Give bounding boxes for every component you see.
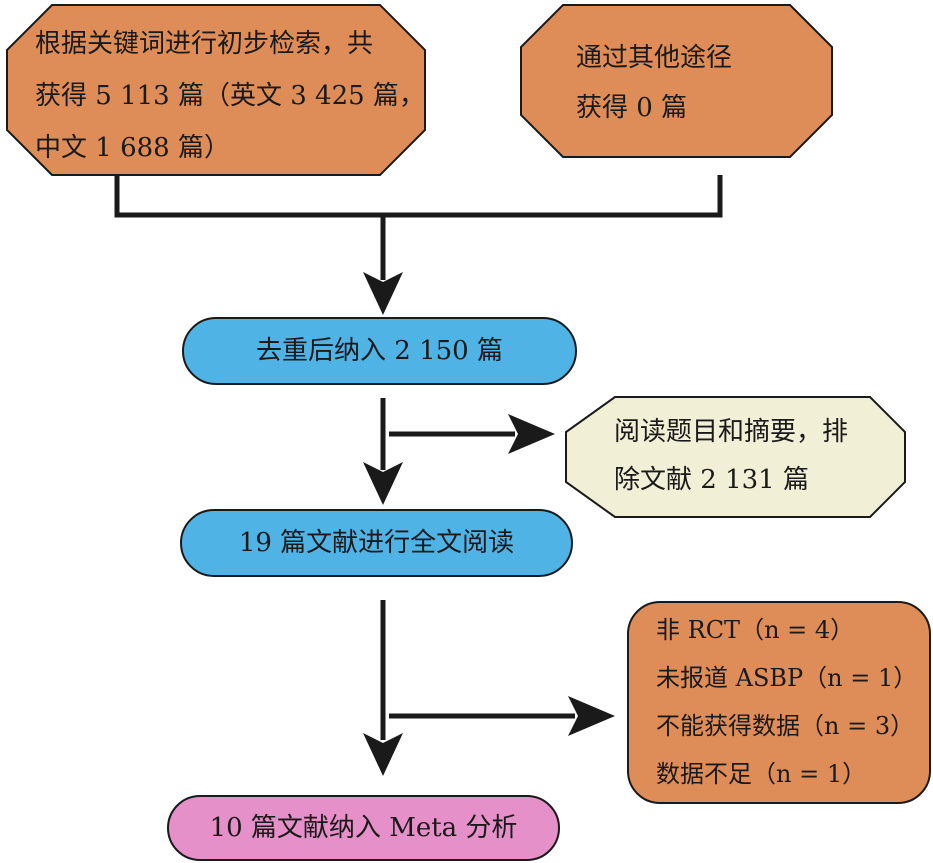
- arrowhead-to-exclude-fulltext: [568, 696, 615, 736]
- search-db-line-1: 根据关键词进行初步检索，共: [35, 29, 374, 59]
- search-db-text: 根据关键词进行初步检索，共 获得 5 113 篇（英文 3 425 篇， 中文 …: [35, 18, 425, 174]
- exclude-fulltext-line-4: 数据不足（n = 1）: [656, 760, 867, 788]
- exclude-abstract-line-1: 阅读题目和摘要，排: [614, 417, 849, 447]
- search-db-line-2: 获得 5 113 篇（英文 3 425 篇，: [35, 81, 425, 111]
- exclude-abstract-text: 阅读题目和摘要，排 除文献 2 131 篇: [614, 408, 848, 504]
- fulltext-label: 19 篇文献进行全文阅读: [238, 528, 515, 558]
- exclude-fulltext-line-3: 不能获得数据（n = 3）: [656, 712, 915, 740]
- included-label: 10 篇文献纳入 Meta 分析: [209, 813, 518, 843]
- arrowhead-to-fulltext: [363, 462, 403, 505]
- search-other-line-2: 获得 0 篇: [576, 93, 688, 123]
- arrowhead-to-exclude-abstract: [508, 414, 555, 454]
- dedup-box: [182, 317, 577, 385]
- dedup-label: 去重后纳入 2 150 篇: [256, 336, 503, 366]
- exclude-fulltext-line-2: 未报道 ASBP（n = 1）: [656, 664, 918, 692]
- dedup-text: 去重后纳入 2 150 篇: [183, 327, 576, 375]
- search-other-text: 通过其他途径 获得 0 篇: [576, 33, 732, 133]
- exclude-fulltext-line-1: 非 RCT（n = 4）: [656, 616, 855, 644]
- merge-connector: [114, 175, 723, 218]
- search-other-line-1: 通过其他途径: [576, 43, 733, 73]
- exclude-abstract-box: [565, 396, 906, 518]
- search-db-line-3: 中文 1 688 篇）: [35, 133, 230, 163]
- search-other-box: [520, 4, 833, 158]
- arrowhead-to-dedup: [363, 272, 403, 315]
- search-db-box: [6, 4, 426, 176]
- arrowhead-to-included: [363, 733, 403, 776]
- fulltext-box: [180, 509, 573, 577]
- exclude-fulltext-box: [627, 601, 931, 804]
- included-text: 10 篇文献纳入 Meta 分析: [168, 804, 559, 852]
- exclude-abstract-line-2: 除文献 2 131 篇: [614, 465, 809, 495]
- fulltext-text: 19 篇文献进行全文阅读: [181, 519, 572, 567]
- included-box: [167, 795, 560, 861]
- exclude-fulltext-text: 非 RCT（n = 4） 未报道 ASBP（n = 1） 不能获得数据（n = …: [656, 606, 917, 798]
